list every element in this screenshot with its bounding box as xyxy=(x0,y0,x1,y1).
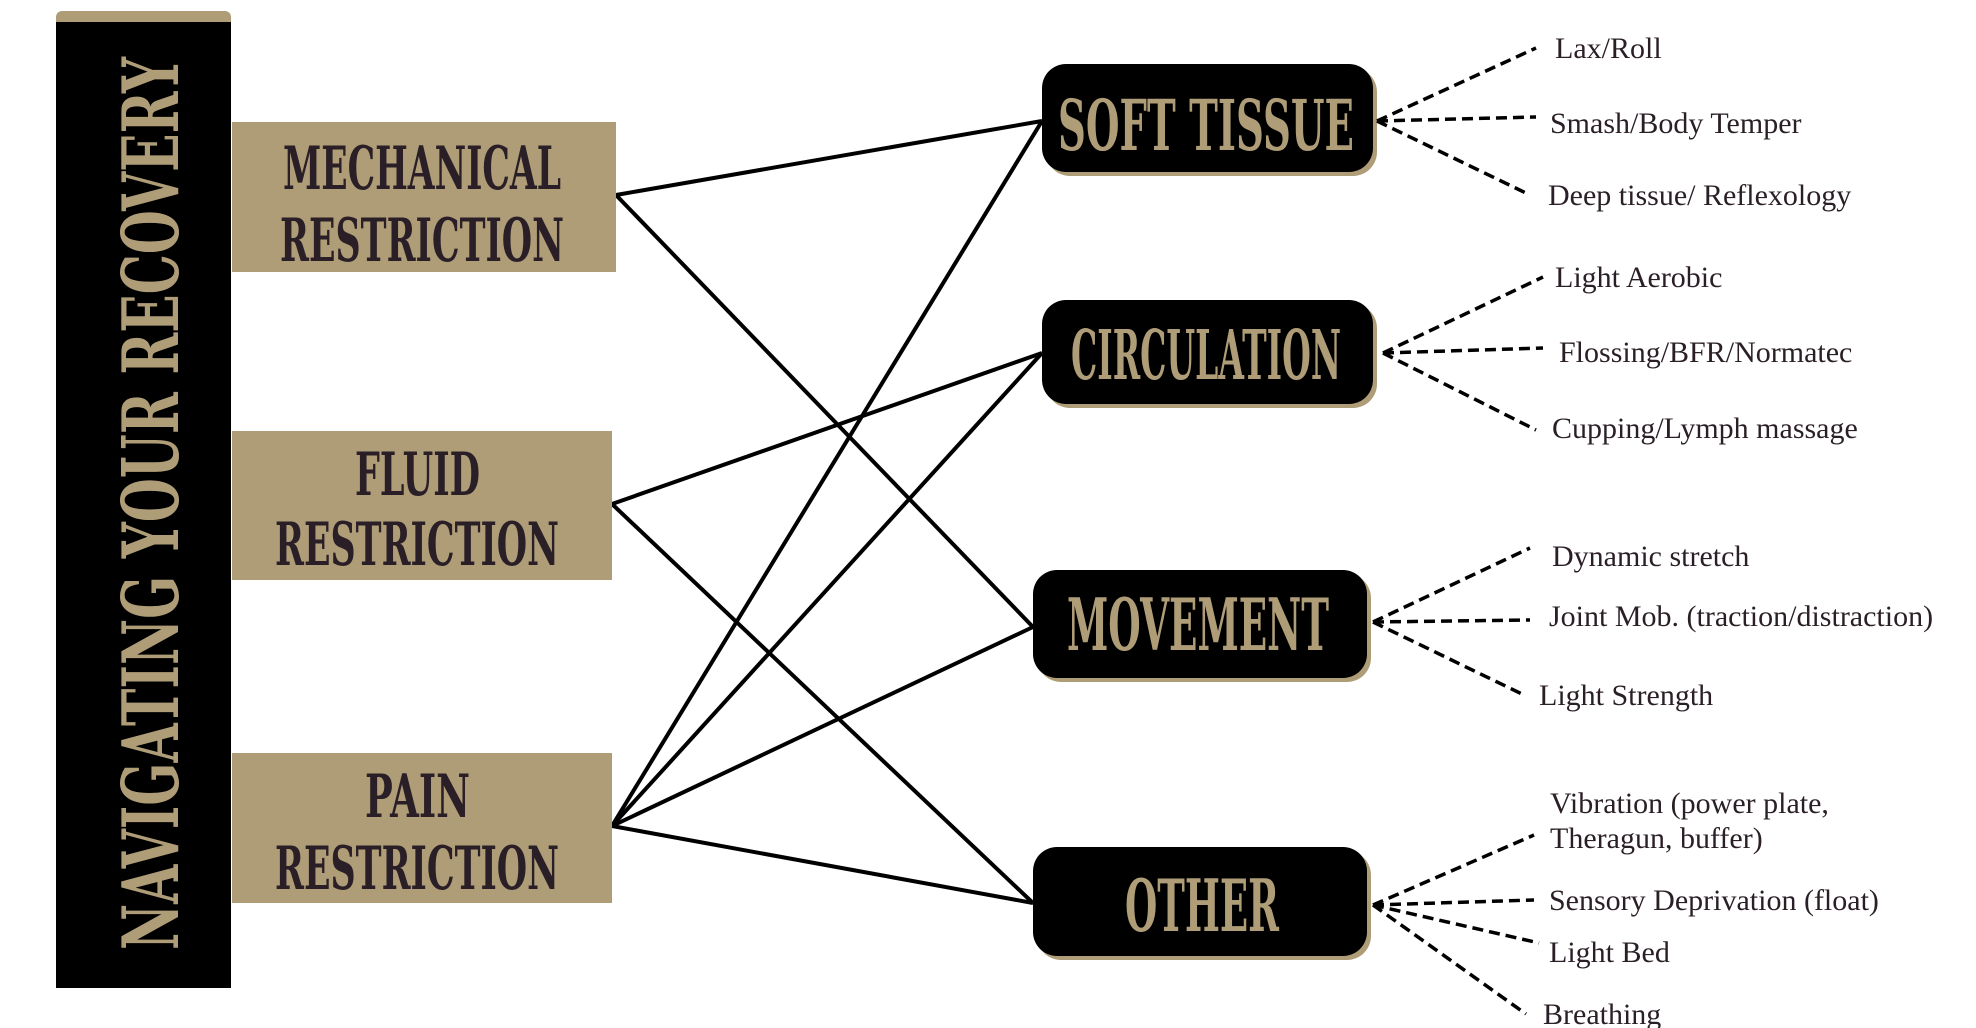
branch-line xyxy=(1372,620,1525,697)
category-movement: MOVEMENT xyxy=(1033,570,1371,682)
list-item: Deep tissue/ Reflexology xyxy=(1548,179,1851,212)
category-label: MOVEMENT xyxy=(1067,582,1329,667)
list-item: Lax/Roll xyxy=(1555,32,1662,65)
list-item: Vibration (power plate, xyxy=(1550,787,1829,820)
restriction-line2: RESTRICTION xyxy=(275,834,559,904)
restriction-line2: RESTRICTION xyxy=(280,206,564,276)
category-box xyxy=(1033,570,1367,678)
category-box xyxy=(1033,847,1367,956)
category-label: SOFT TISSUE xyxy=(1058,84,1354,167)
category-label: CIRCULATION xyxy=(1071,316,1341,396)
list-item: Smash/Body Temper xyxy=(1550,107,1802,140)
list-item: Flossing/BFR/Normatec xyxy=(1559,336,1852,369)
branch-line xyxy=(1372,833,1535,907)
branch-line xyxy=(1376,46,1537,123)
restriction-line1: PAIN xyxy=(365,762,470,832)
restriction-line2: RESTRICTION xyxy=(275,510,559,580)
connection-pain-circulation xyxy=(610,351,1044,828)
branch-line xyxy=(1382,275,1544,355)
list-item: Light Aerobic xyxy=(1555,261,1722,294)
connection-fluid-other xyxy=(610,502,1035,905)
page-title: NAVIGATING YOUR RECOVERY xyxy=(106,56,197,950)
branch-line xyxy=(1376,119,1531,197)
soft-tissue-items: Lax/Roll Smash/Body Temper Deep tissue/ … xyxy=(1548,32,1851,212)
list-item: Dynamic stretch xyxy=(1552,540,1749,573)
list-item: Breathing xyxy=(1543,998,1661,1028)
category-label: OTHER xyxy=(1125,863,1280,948)
restriction-line1: FLUID xyxy=(355,440,480,510)
branch-line xyxy=(1372,618,1531,624)
list-item: Joint Mob. (traction/distraction) xyxy=(1549,600,1933,633)
title-bar: NAVIGATING YOUR RECOVERY xyxy=(56,11,231,988)
connection-lines xyxy=(610,119,1044,905)
title-bar-background xyxy=(56,22,231,988)
list-item: Cupping/Lymph massage xyxy=(1552,412,1858,445)
list-item: Sensory Deprivation (float) xyxy=(1549,884,1879,917)
category-soft-tissue: SOFT TISSUE xyxy=(1042,64,1377,176)
connection-pain-soft-tissue xyxy=(610,119,1044,828)
restriction-box xyxy=(232,431,612,580)
connection-mechanical-soft-tissue xyxy=(615,119,1043,197)
restriction-pain: PAIN RESTRICTION xyxy=(232,753,612,904)
circulation-items: Light Aerobic Flossing/BFR/Normatec Cupp… xyxy=(1552,261,1858,445)
movement-items: Dynamic stretch Joint Mob. (traction/dis… xyxy=(1539,540,1933,712)
category-circulation: CIRCULATION xyxy=(1042,300,1377,408)
branch-line xyxy=(1372,898,1535,907)
connection-fluid-circulation xyxy=(611,351,1043,506)
restriction-box xyxy=(232,753,612,903)
branch-line xyxy=(1376,115,1537,123)
branch-line xyxy=(1371,903,1528,1016)
connection-pain-other xyxy=(611,824,1034,905)
category-other: OTHER xyxy=(1033,847,1371,960)
restriction-fluid: FLUID RESTRICTION xyxy=(232,431,612,580)
branch-line xyxy=(1382,346,1544,355)
connection-pain-movement xyxy=(611,625,1034,828)
other-items: Vibration (power plate, Theragun, buffer… xyxy=(1543,787,1879,1028)
connection-mechanical-movement xyxy=(614,193,1035,629)
list-item: Theragun, buffer) xyxy=(1550,822,1763,855)
restriction-mechanical: MECHANICAL RESTRICTION xyxy=(232,122,616,276)
branch-line xyxy=(1372,546,1531,624)
branch-line xyxy=(1372,903,1540,945)
category-box xyxy=(1042,300,1373,404)
list-item: Light Bed xyxy=(1549,936,1670,969)
list-item: Light Strength xyxy=(1539,679,1713,712)
category-box xyxy=(1042,64,1373,172)
restriction-line1: MECHANICAL xyxy=(283,134,561,204)
restriction-box xyxy=(232,122,616,272)
branch-line xyxy=(1382,351,1537,432)
dashed-branches xyxy=(1371,46,1544,1016)
